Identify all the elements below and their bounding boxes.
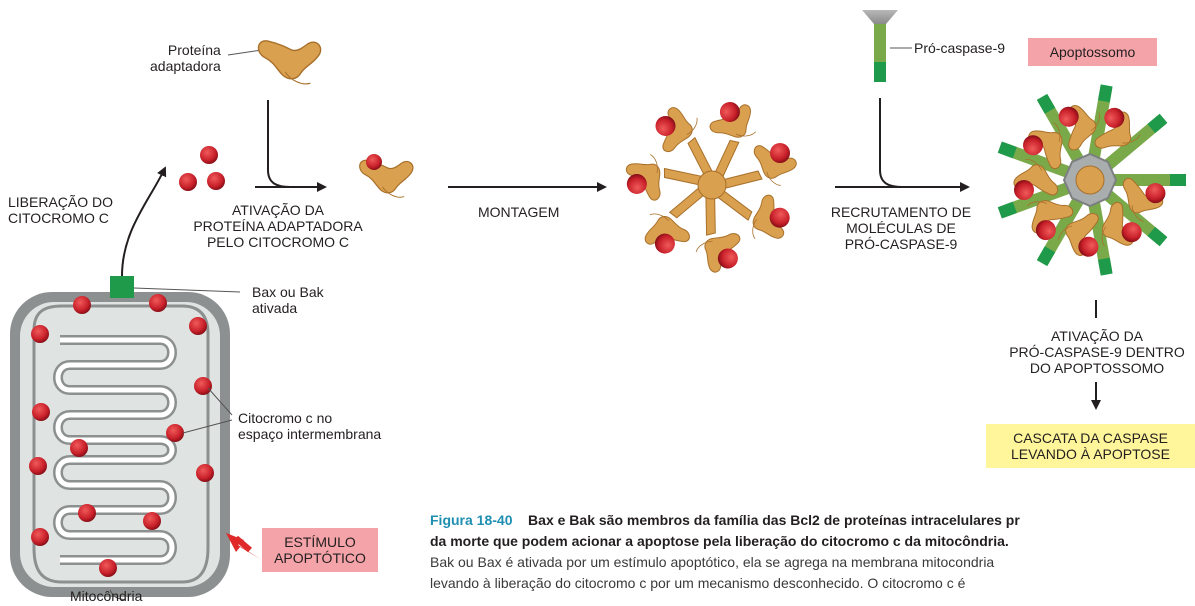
cytochrome-c [29, 457, 47, 475]
recruitment-arrow [879, 98, 970, 192]
mitochondrion-label: Mitocôndria [70, 588, 143, 604]
cytochrome-c [73, 296, 91, 314]
release-label: LIBERAÇÃO DO CITOCROMO C [8, 194, 114, 226]
cytochrome-c [196, 464, 214, 482]
cytochrome-c [78, 504, 96, 522]
assembled-wheel [622, 101, 799, 276]
cytochrome-c [149, 294, 167, 312]
assembly-label: MONTAGEM [478, 204, 560, 220]
apoptosome-label: Apoptossomo [1028, 38, 1157, 66]
cytochrome-c [31, 528, 49, 546]
figure-number: Figura 18-40 [430, 512, 513, 528]
cytochrome-c [32, 403, 50, 421]
cytochrome-c [99, 559, 117, 577]
activation-procaspase-label: ATIVAÇÃO DA PRÓ-CASPASE-9 DENTRO DO APOP… [1009, 328, 1185, 376]
procaspase-9 [862, 10, 898, 82]
apoptosome [997, 84, 1186, 276]
bax-bak-protein [110, 276, 134, 298]
cytochrome-space-label: Citocromo c no espaço intermembrana [238, 410, 382, 442]
caption-bold-line1: Bax e Bak são membros da família das Bcl… [528, 512, 1020, 528]
released-cytochrome-c [179, 146, 225, 191]
cytochrome-c [166, 424, 184, 442]
caption-bold-line2: da morte que podem acionar a apoptose pe… [430, 533, 1009, 549]
figure-caption: Figura 18-40 Bax e Bak são membros da fa… [430, 510, 1195, 594]
cytochrome-c-group-mito [29, 294, 214, 577]
cytochrome-c [194, 377, 212, 395]
activation-arrow [267, 100, 327, 192]
leader-lines [109, 47, 912, 601]
caption-line4: levando à liberação do citocromo c por u… [430, 575, 966, 591]
mitochondrion-inner-membrane [32, 304, 210, 584]
caption-line3: Bak ou Bax é ativada por um estímulo apo… [430, 554, 995, 570]
mitochondrion [10, 292, 230, 597]
bax-bak-label: Bax ou Bak ativada [252, 284, 324, 316]
adapter-protein [257, 40, 322, 85]
cytochrome-c [143, 512, 161, 530]
cytochrome-c [70, 439, 88, 457]
cascade-label: CASCATA DA CASPASE LEVANDO À APOPTOSE [986, 424, 1195, 468]
recruitment-label: RECRUTAMENTO DE MOLÉCULAS DE PRÓ-CASPASE… [830, 204, 972, 252]
stimulus-label: ESTÍMULO APOPTÓTICO [262, 528, 378, 572]
activation-adapter-label: ATIVAÇÃO DA PROTEÍNA ADAPTADORA PELO CIT… [193, 202, 363, 250]
release-arrow [121, 166, 167, 277]
cytochrome-c [189, 317, 207, 335]
cytochrome-c [31, 325, 49, 343]
procaspase-label: Pró-caspase-9 [914, 40, 1006, 56]
adapter-protein-label: Proteína adaptadora [150, 42, 221, 74]
